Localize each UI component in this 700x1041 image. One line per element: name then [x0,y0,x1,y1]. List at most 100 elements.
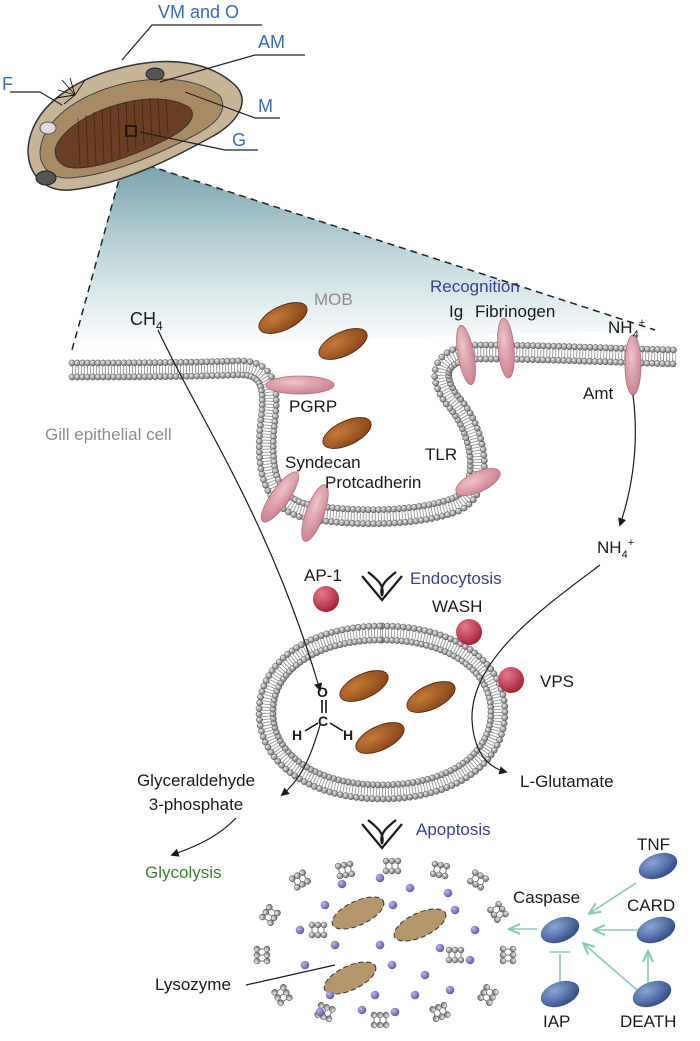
label-card: CARD [627,896,675,915]
protein-ap1 [313,586,339,612]
lipid-head [467,771,475,778]
lysozyme-dot [295,925,305,935]
receptor-tlr [455,467,501,497]
lipid-head [478,440,486,448]
label-syndecan: Syndecan [285,453,361,472]
lipid-head [438,353,446,361]
lipid-head [265,672,273,679]
lipid-head [252,360,260,367]
lipid-head [465,501,473,508]
formaldehyde-structure [304,700,344,732]
lipid-head [480,760,488,767]
label-amt: Amt [583,384,614,403]
lipid-head [499,691,507,699]
lipid-head [479,657,487,664]
lysozyme-dot [320,900,330,910]
lipid-head [255,705,263,712]
formaldehyde-c: C [318,713,328,729]
lipid-head [479,446,487,453]
lipid-head [258,727,265,735]
lipid-head [500,720,508,727]
lipid-head [670,346,677,354]
membrane-fragment [271,984,293,1006]
lipid-head [493,741,501,749]
formaldehyde-to-g3p-arrow [280,724,321,797]
label-3-phosphate: 3-phosphate [149,795,244,814]
lipid-head [256,448,263,456]
receptor-amt [624,334,642,396]
card-node [636,916,676,944]
label-protcadherin: Protcadherin [325,473,421,492]
lysozyme-dot [405,883,415,893]
lipid-head [293,644,300,652]
lipid-head [284,651,291,658]
label-am: AM [258,32,285,52]
lipid-head [256,699,263,707]
lysozyme-dot [357,1005,367,1015]
lipid-head [501,702,509,710]
lipid-head [256,716,263,724]
cone-edge-left [71,157,126,351]
membrane-fragment [467,869,489,891]
lipid-head [262,481,269,489]
lipid-head [255,710,263,718]
membrane-fragment [487,901,509,923]
label-wash: WASH [432,597,482,616]
lysozyme-dot [370,990,380,1000]
lipid-head [476,764,484,771]
lipid-head [258,688,266,695]
lysozyme-dot [315,1007,325,1017]
apoptotic-body [253,857,517,1029]
signaling-arrows [510,882,648,991]
lipid-head [342,792,349,800]
receptor-syndecan [260,471,300,523]
lipid-head [466,409,474,417]
lipid-head [455,507,462,515]
label-tnf: TNF [637,835,670,854]
lipid-head [501,714,509,721]
label-death: DEATH [620,1012,676,1031]
lipid-head [480,457,488,465]
lipid-head [259,733,267,741]
lipid-head [291,772,299,780]
label-tlr: TLR [425,445,457,464]
lipid-head [442,400,450,408]
bacterium [258,302,308,334]
lysozyme-dot [337,879,347,889]
membrane-fragment [335,860,355,880]
pathway-arrows [157,329,636,986]
label-glyceraldehyde: Glyceraldehyde [137,771,255,790]
membrane-fragment [477,984,499,1006]
membrane-fragment [382,857,402,875]
label-nh4-mid: NH4+ [597,537,634,561]
receptors [260,317,642,542]
apoptosis-arrow [361,819,403,850]
membrane-fragment [289,869,311,891]
mob-bacteria [258,302,456,754]
lipid-head [443,349,451,357]
label-ig: Ig [449,302,463,321]
label-g: G [232,130,246,150]
lysozyme-dot [330,940,340,950]
lipid-head [460,504,468,512]
lipid-head [240,357,248,365]
cone-edge-right [124,157,656,331]
lysozyme-leader [245,964,336,986]
bacterium [339,670,389,702]
membrane-fragment [259,904,281,926]
bacterium [322,417,372,449]
label-ap1: AP-1 [304,566,342,585]
lipid-head [466,646,474,653]
lipid-head [286,769,294,776]
lipid-head [487,751,495,759]
lipid-head [449,346,456,354]
membrane-fragment [253,945,271,965]
lipid-head [295,513,303,520]
bacterium [318,328,368,360]
lipid-head [258,363,266,370]
lipid-head [285,508,292,516]
label-apoptosis: Apoptosis [416,820,491,839]
lipid-head [258,470,266,478]
lipid-head [432,379,439,387]
